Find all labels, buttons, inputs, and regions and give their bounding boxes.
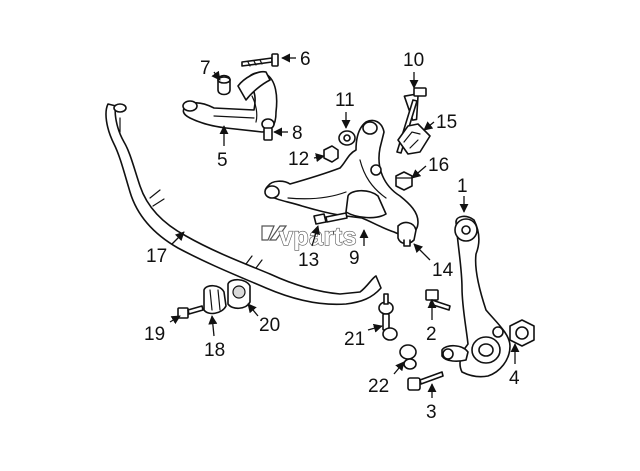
bushing-22 xyxy=(399,344,417,370)
ball-joint-14 xyxy=(397,221,417,247)
washer-11 xyxy=(338,130,356,146)
link-21 xyxy=(378,293,398,341)
callout-1: 1 xyxy=(457,176,468,197)
watermark-logo xyxy=(261,225,288,241)
callout-8: 8 xyxy=(292,123,303,144)
lower-control-arm xyxy=(264,119,419,236)
bolt-19 xyxy=(177,305,204,319)
watermark: vparts xyxy=(261,222,357,252)
callout-17: 17 xyxy=(146,246,167,267)
callout-6: 6 xyxy=(300,49,311,70)
bolt-3 xyxy=(407,371,444,391)
callout-19: 19 xyxy=(144,324,165,345)
callout-7: 7 xyxy=(200,58,211,79)
callout-3: 3 xyxy=(426,402,437,423)
callout-10: 10 xyxy=(403,50,424,71)
upper-control-arm xyxy=(182,70,278,133)
nut-4 xyxy=(509,319,535,347)
bolt-2 xyxy=(425,289,451,311)
callout-9: 9 xyxy=(349,248,360,269)
callout-13: 13 xyxy=(298,250,319,271)
callout-16: 16 xyxy=(428,155,449,176)
steering-knuckle xyxy=(441,215,511,378)
bushing-7 xyxy=(217,74,231,96)
bushing-20 xyxy=(227,278,251,310)
callout-11: 11 xyxy=(335,90,355,111)
callout-2: 2 xyxy=(426,324,437,345)
ball-joint-8 xyxy=(263,127,273,141)
callout-5: 5 xyxy=(217,150,228,171)
callout-14: 14 xyxy=(432,260,454,281)
nut-12 xyxy=(323,145,339,163)
callout-15: 15 xyxy=(436,112,457,133)
callout-21: 21 xyxy=(344,329,365,350)
bracket-18 xyxy=(203,284,227,315)
bolt-6 xyxy=(241,53,279,67)
callout-12: 12 xyxy=(288,149,309,170)
stabilizer-bar xyxy=(105,103,382,306)
callout-22: 22 xyxy=(368,376,389,397)
callout-18: 18 xyxy=(204,340,225,361)
callout-4: 4 xyxy=(509,368,520,389)
callout-labels: 1 2 3 4 5 6 7 8 9 10 11 12 13 14 15 16 1… xyxy=(144,49,520,423)
bolt-13 xyxy=(313,212,348,225)
bump-stop-15 xyxy=(397,123,431,155)
callout-20: 20 xyxy=(259,315,280,336)
nut-16 xyxy=(395,171,413,191)
leader-lines xyxy=(169,53,520,398)
